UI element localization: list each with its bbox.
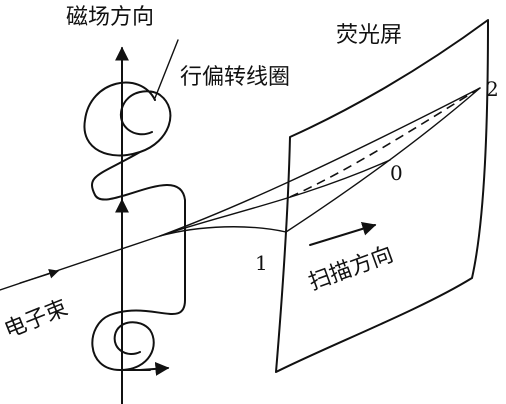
beam-trajectories [159, 87, 481, 237]
magnetic-field-direction-label: 磁场方向 [66, 5, 154, 30]
electron-beam-arrow [19, 268, 59, 284]
point-2-label: 2 [486, 77, 499, 101]
scan-direction-label: 扫描方向 [306, 242, 397, 296]
scan-direction-arrow [309, 222, 377, 246]
electron-beam-label: 电子束 [1, 296, 72, 344]
point-0-label: 0 [390, 161, 403, 185]
deflection-coil-label: 行偏转线圈 [180, 65, 290, 90]
fluorescent-screen-label: 荧光屏 [336, 23, 402, 48]
point-1-label: 1 [255, 251, 268, 275]
coil-pointer [154, 39, 179, 99]
deflection-coil [83, 81, 186, 371]
fluorescent-screen-outline [275, 19, 489, 373]
coil-current-arrow [139, 361, 170, 376]
